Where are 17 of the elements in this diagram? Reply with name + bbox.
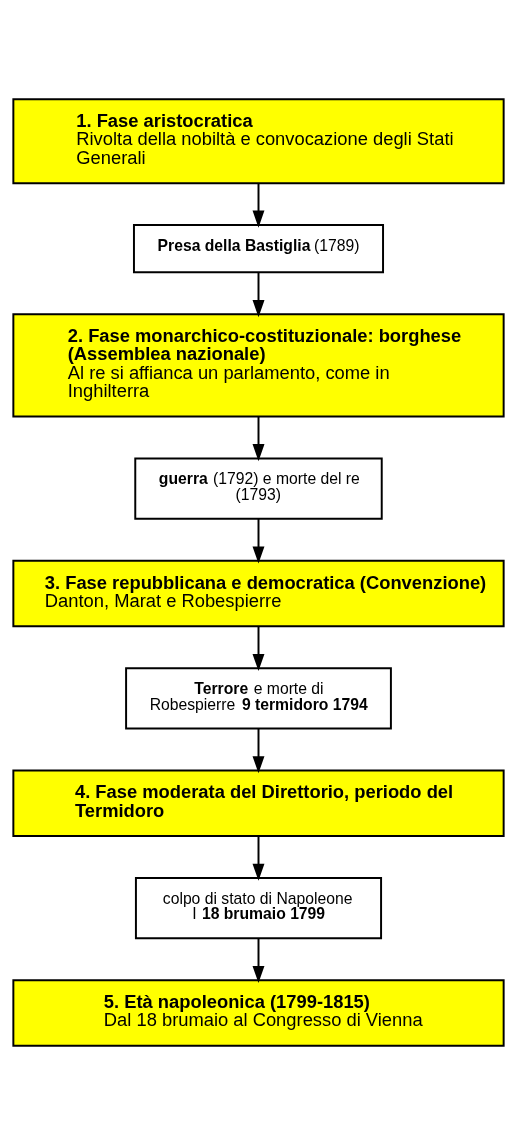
node-box: 2. Fase monarchico-costituzionale: borghese (Assemblea nazionale) Al re si affianca un parlamento, come in Inghilterra bbox=[12, 312, 505, 417]
arrow bbox=[252, 517, 265, 564]
arrow bbox=[252, 936, 265, 983]
arrow bbox=[252, 727, 265, 773]
arrow bbox=[252, 625, 265, 671]
arrow bbox=[252, 834, 265, 881]
node-box: colpo di stato di Napoleone I 18 brumaio 1799 bbox=[134, 876, 383, 939]
node-box: 4. Fase moderata del Direttorio, periodo del Termidoro bbox=[12, 768, 505, 837]
node-box: guerra (1792) e morte del re (1793) bbox=[134, 456, 383, 520]
node-box: 5. Età napoleonica (1799-1815) Dal 18 brumaio al Congresso di Vienna bbox=[12, 978, 505, 1047]
arrow bbox=[252, 181, 265, 228]
arrow bbox=[252, 415, 265, 461]
node-box: 3. Fase repubblicana e democratica (Convenzione) Danton, Marat e Robespierre bbox=[12, 559, 505, 627]
node-box: Terrore e morte di Robespierre 9 termidoro 1794 bbox=[125, 666, 392, 729]
node-box: Presa della Bastiglia (1789) bbox=[132, 223, 385, 273]
arrow bbox=[252, 271, 265, 317]
node-box: 1. Fase aristocratica Rivolta della nobiltà e convocazione degli Stati Generali bbox=[12, 97, 505, 184]
